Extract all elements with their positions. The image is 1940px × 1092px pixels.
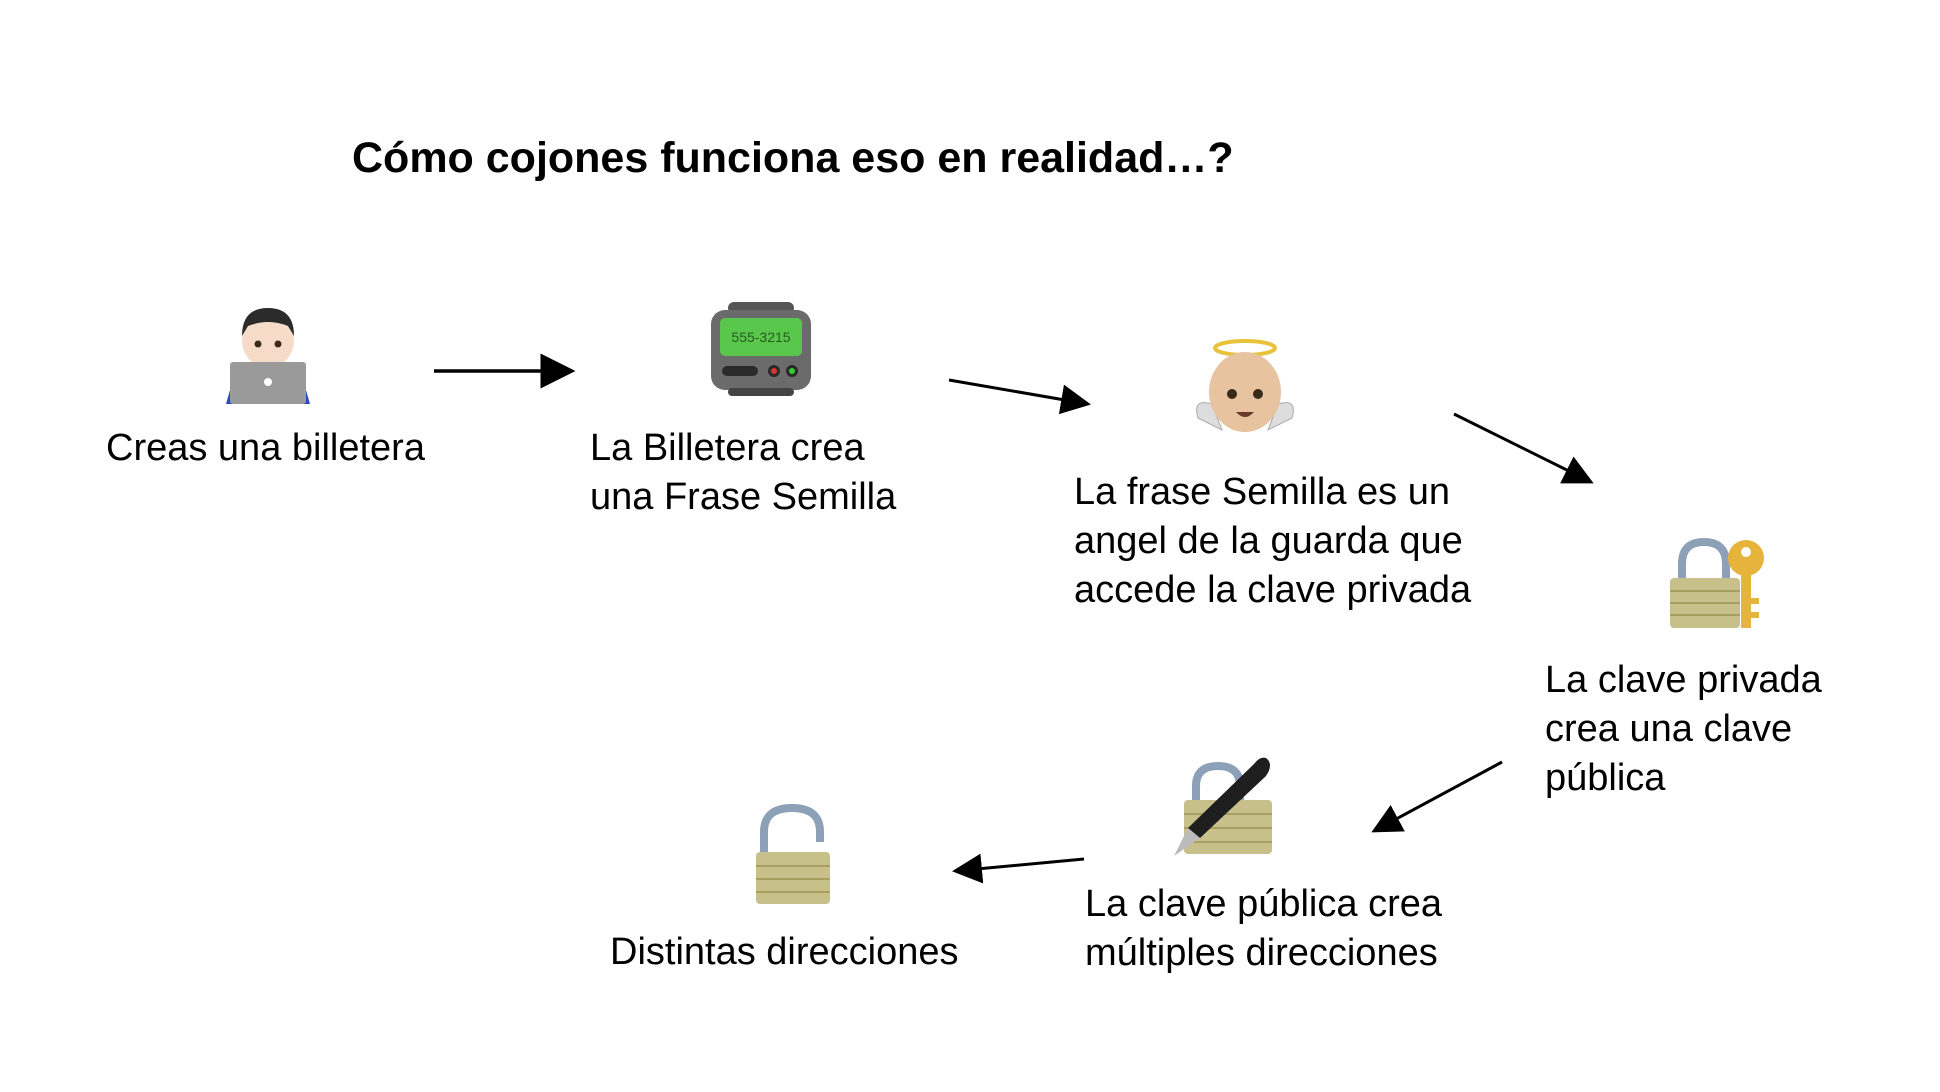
open-lock-icon: [756, 803, 830, 904]
arrow-3: [1453, 412, 1594, 484]
person-with-laptop-icon: [226, 308, 310, 404]
page-title: Cómo cojones funciona eso en realidad…?: [352, 134, 1234, 182]
arrow-4: [1371, 760, 1503, 833]
angel-icon: [1196, 339, 1294, 432]
lock-with-pen-icon: [1174, 757, 1272, 856]
step-label-angel: La frase Semilla es un angel de la guard…: [1074, 471, 1472, 611]
step-label-create-wallet: Creas una billetera: [106, 427, 425, 469]
arrow-2: [948, 378, 1091, 415]
pager-icon: 555-3215: [711, 302, 811, 396]
step-label-private-key: La clave privada crea una clave pública: [1545, 659, 1822, 799]
step-label-addresses: Distintas direcciones: [610, 931, 959, 973]
lock-with-key-icon: [1670, 537, 1764, 628]
step-label-seed-phrase: La Billetera crea una Frase Semilla: [590, 427, 897, 518]
pager-display-text: 555-3215: [731, 329, 790, 345]
arrow-5: [952, 853, 1085, 884]
step-label-public-key: La clave pública crea múltiples direccio…: [1085, 883, 1442, 974]
